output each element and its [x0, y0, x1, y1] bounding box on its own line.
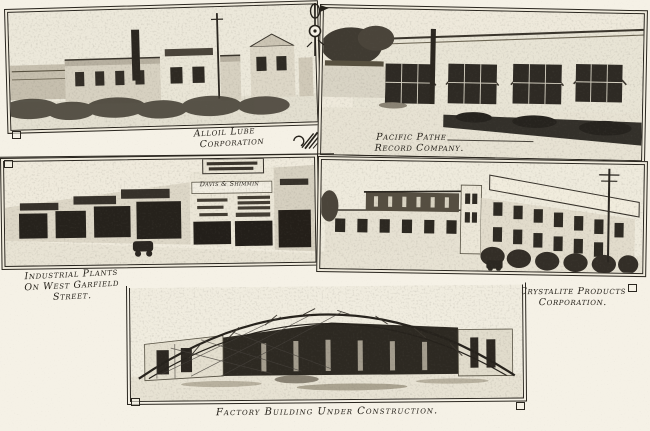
photo-frame	[316, 156, 648, 278]
scene-industrial-yard	[8, 4, 318, 130]
halftone-grain	[8, 4, 318, 130]
photo-frame	[126, 282, 528, 405]
photo-frame-inner	[3, 156, 317, 267]
photo-frame-inner	[319, 159, 645, 275]
caption-pacific-pathe: Pacific Pathe Record Company.	[341, 132, 481, 155]
photo-pacific-pathe: Pacific Pathe Record Company.	[317, 4, 648, 168]
photo-frame-inner	[129, 284, 524, 402]
corner-mark-icon	[628, 284, 637, 292]
photo-frame	[0, 153, 320, 270]
caption-line: Factory Building Under Construction.	[215, 405, 439, 419]
photo-alloil-lube: Alloil Lube Corporation	[4, 0, 323, 157]
caption-line: Pacific Pathe	[376, 131, 447, 143]
corner-mark-icon	[12, 131, 21, 139]
photo-factory-construction: Factory Building Under Construction.	[126, 282, 528, 428]
scene-crystalite-plant	[320, 160, 644, 274]
caption-garfield-street: Industrial Plants On West Garfield Stree…	[7, 266, 136, 306]
scene-truss-construction	[130, 284, 523, 401]
corner-mark-icon	[131, 398, 140, 406]
photo-frame-inner	[7, 3, 319, 131]
halftone-grain	[320, 160, 644, 274]
pin-divider-ornament-icon	[306, 3, 329, 56]
corner-mark-icon	[516, 402, 525, 410]
scene-storefront-row	[4, 157, 316, 266]
halftone-grain	[4, 157, 316, 266]
caption-factory-construction: Factory Building Under Construction.	[127, 405, 527, 420]
photo-frame	[4, 0, 322, 134]
corner-mark-icon	[4, 160, 13, 168]
caption-line: Record Company.	[374, 142, 465, 155]
davis-shimmin-sign: Davis & Shimmin	[199, 179, 260, 189]
halftone-grain	[130, 284, 523, 401]
